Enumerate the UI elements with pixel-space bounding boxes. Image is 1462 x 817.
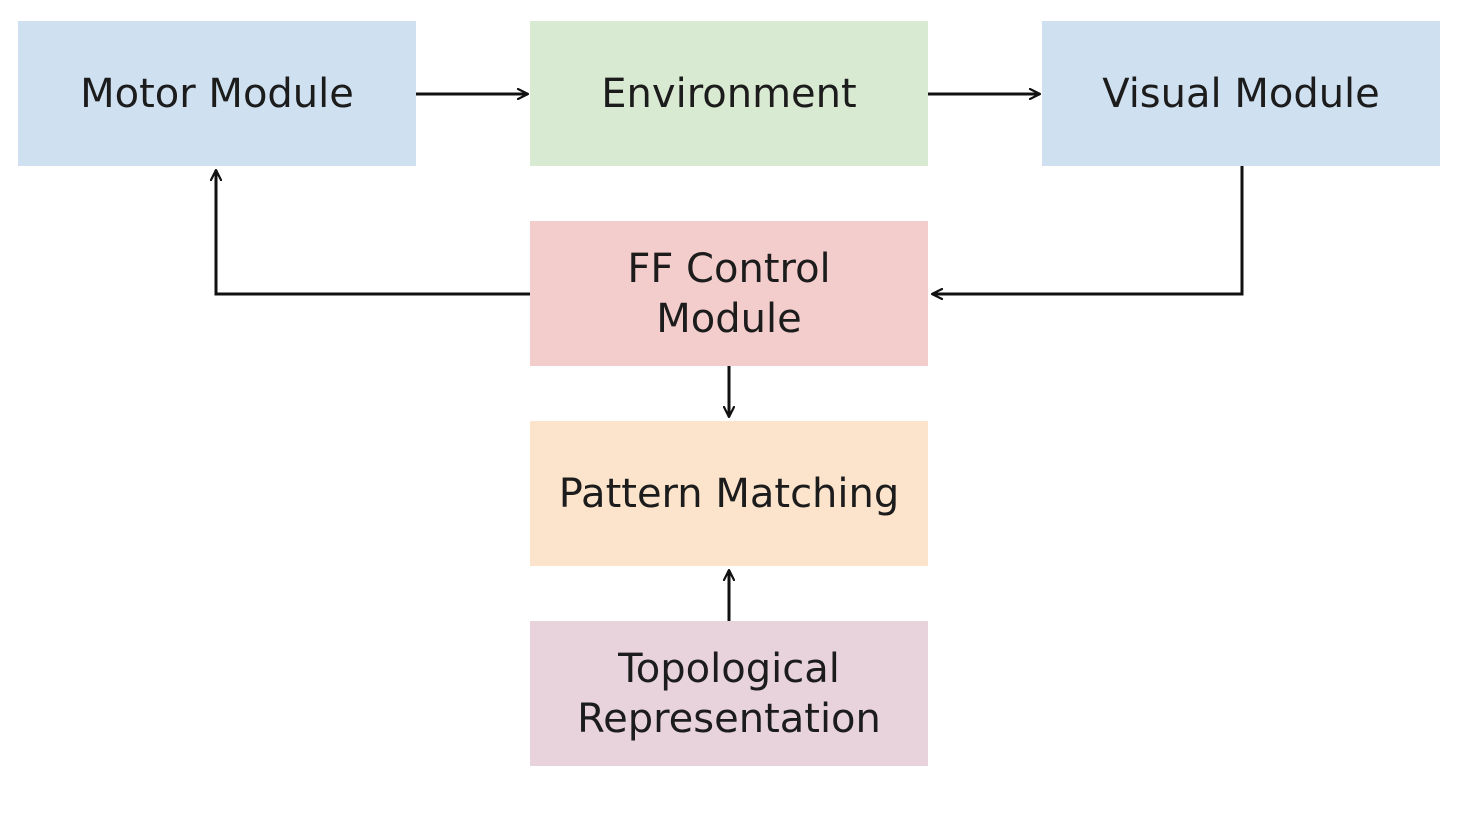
topological-representation-node: Topological Representation	[530, 621, 928, 766]
edge-ff-control-to-motor	[216, 170, 530, 296]
visual-module-node: Visual Module	[1042, 21, 1440, 166]
edge-visual-to-ff-control	[932, 166, 1244, 294]
motor-module-node: Motor Module	[18, 21, 416, 166]
pattern-matching-node: Pattern Matching	[530, 421, 928, 566]
ff-control-module-node: FF Control Module	[530, 221, 928, 366]
environment-node: Environment	[530, 21, 928, 166]
